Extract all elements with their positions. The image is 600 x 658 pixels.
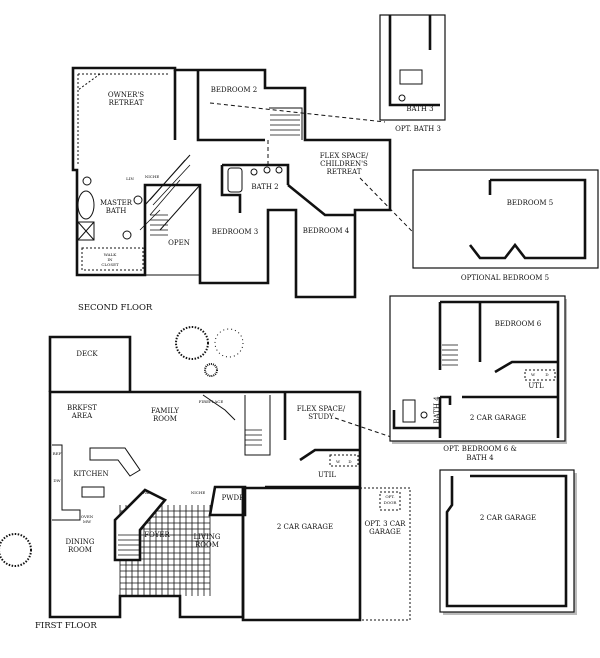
room-label-living-1: LIVING xyxy=(194,533,221,541)
label-opt-door-2: DOOR xyxy=(384,500,398,505)
label-pan: PAN xyxy=(143,490,152,495)
tree-icon xyxy=(214,328,244,358)
room-label-owners-retreat: OWNER'S xyxy=(108,91,144,99)
room-label-bedroom4: BEDROOM 4 xyxy=(303,227,350,235)
room-label-opt3car-1: OPT. 3 CAR xyxy=(365,520,407,528)
room-label-bedroom2: BEDROOM 2 xyxy=(211,86,257,94)
room-label-dining-2: ROOM xyxy=(68,546,92,554)
label-d-b6: D xyxy=(545,372,548,377)
tree-icon xyxy=(0,533,32,567)
room-label-flex-space-1: FLEX SPACE/ xyxy=(320,152,369,160)
label-w-b6: W xyxy=(531,372,536,377)
room-label-owners-retreat-2: RETREAT xyxy=(109,99,144,107)
opt-bath3-inset: BATH 3 OPT. BATH 3 xyxy=(379,14,446,133)
room-label-garage: 2 CAR GARAGE xyxy=(277,523,333,531)
caption-opt-bath3: OPT. BATH 3 xyxy=(395,125,441,133)
caption-opt-bedroom5: OPTIONAL BEDROOM 5 xyxy=(461,274,549,282)
room-label-deck: DECK xyxy=(76,350,98,358)
label-niche-ff: NICHE xyxy=(191,490,206,495)
tree-icon xyxy=(175,326,209,360)
alt-garage-inset: 2 CAR GARAGE xyxy=(439,469,577,615)
label-w: W xyxy=(336,459,341,464)
room-label-bath2: BATH 2 xyxy=(251,183,278,191)
room-label-master-bath-2: BATH xyxy=(106,207,127,215)
room-label-opt3car-2: GARAGE xyxy=(369,528,401,536)
room-label-flex-space-2: CHILDREN'S xyxy=(320,160,368,168)
label-lin: LIN xyxy=(126,176,134,181)
second-floor-plan: OWNER'S RETREAT BEDROOM 2 FLEX SPACE/ CH… xyxy=(71,66,392,313)
room-label-brkfst-1: BRKFST xyxy=(67,404,97,412)
room-label-flex-study-1: FLEX SPACE/ xyxy=(297,405,346,413)
room-label-foyer: FOYER xyxy=(144,531,170,539)
room-label-dining-1: DINING xyxy=(66,538,95,546)
room-label-kitchen: KITCHEN xyxy=(73,470,108,478)
second-floor-title: SECOND FLOOR xyxy=(78,303,153,313)
label-walk-in-3: CLOSET xyxy=(101,262,119,267)
room-label-pwdr: PWDR xyxy=(222,494,246,502)
room-label-brkfst-2: AREA xyxy=(71,412,93,420)
caption-opt-bedroom6-1: OPT. BEDROOM 6 & xyxy=(443,445,516,453)
first-floor-title: FIRST FLOOR xyxy=(35,621,97,631)
label-fireplace: FIREPLACE xyxy=(199,399,224,404)
label-d: D xyxy=(348,459,351,464)
label-opt-door-1: OPT. xyxy=(385,494,394,499)
room-label-family-2: ROOM xyxy=(153,415,177,423)
caption-opt-bedroom6-2: BATH 4 xyxy=(466,454,494,462)
label-dw: DW xyxy=(53,478,61,483)
room-label-family-1: FAMILY xyxy=(151,407,179,415)
room-label-utl: UTL xyxy=(528,382,544,390)
room-label-util: UTIL xyxy=(318,471,336,479)
label-walk-in-2: IN xyxy=(107,257,113,262)
room-label-living-2: ROOM xyxy=(195,541,219,549)
room-label-alt-garage: 2 CAR GARAGE xyxy=(480,514,536,522)
tree-icons xyxy=(0,326,244,567)
room-label-master-bath-1: MASTER xyxy=(100,199,133,207)
room-label-flex-study-2: STUDY xyxy=(308,413,334,421)
opt-bedroom6-inset: BEDROOM 6 BATH 4 UTL 2 CAR GARAGE W D OP… xyxy=(389,295,567,462)
label-ref: REF xyxy=(53,451,62,456)
room-label-bath3: BATH 3 xyxy=(406,105,433,113)
opt-bedroom5-inset: BEDROOM 5 OPTIONAL BEDROOM 5 xyxy=(412,169,599,282)
label-niche: NICHE xyxy=(145,174,160,179)
first-floor-plan: DECK BRKFST AREA FAMILY ROOM FIREPLACE F… xyxy=(35,335,411,631)
room-label-open: OPEN xyxy=(168,239,190,247)
room-label-bath4: BATH 4 xyxy=(433,396,441,424)
label-oven-2: MW xyxy=(83,519,92,524)
tree-icon xyxy=(204,363,218,377)
room-label-bedroom3: BEDROOM 3 xyxy=(212,228,258,236)
room-label-garage-b6: 2 CAR GARAGE xyxy=(470,414,526,422)
room-label-bedroom6: BEDROOM 6 xyxy=(495,320,542,328)
room-label-flex-space-3: RETREAT xyxy=(327,168,362,176)
room-label-bedroom5: BEDROOM 5 xyxy=(507,199,553,207)
label-walk-in: WALK xyxy=(104,252,117,257)
label-oven-1: OVEN xyxy=(81,514,94,519)
